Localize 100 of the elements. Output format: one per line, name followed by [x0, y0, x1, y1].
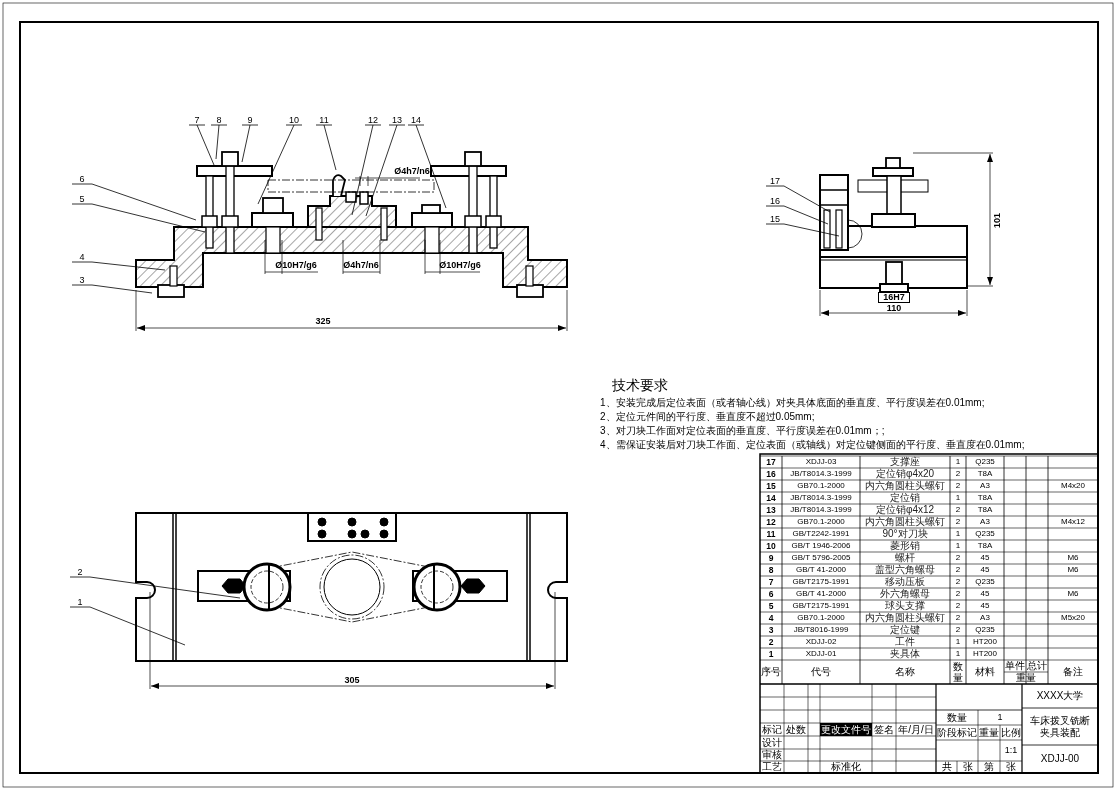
table-cell-text: GB/T 41-2000: [794, 588, 848, 600]
dimension-text: 101: [991, 211, 1003, 230]
table-cell-text: A3: [979, 516, 991, 528]
table-cell-text: 1: [954, 540, 962, 552]
table-cell-text: 8: [767, 564, 775, 576]
table-cell-text: 名称: [894, 665, 916, 679]
table-cell-text: 12: [765, 516, 777, 528]
table-cell-text: 1: [996, 711, 1004, 724]
table-cell-text: 2: [954, 564, 962, 576]
table-cell-text: XXXX大学: [1035, 689, 1085, 703]
callout-number: 3: [72, 275, 92, 285]
note-text: 3、对刀块工作面对定位表面的垂直度、平行度误差在0.01mm；;: [600, 425, 886, 437]
table-cell-text: HT200: [972, 648, 998, 660]
table-cell-text: HT200: [972, 636, 998, 648]
table-cell-text: Q235: [974, 576, 996, 588]
table-cell-text: 移动压板: [884, 576, 926, 588]
table-cell-text: M4x20: [1060, 480, 1086, 492]
leader-line: [315, 124, 337, 171]
table-cell-text: 2: [954, 480, 962, 492]
table-cell-text: 张: [1005, 761, 1017, 773]
table-cell-text: JB/T8014.3-1999: [789, 492, 853, 504]
table-cell-text: 设计: [761, 736, 783, 749]
callout-number: 7: [189, 115, 205, 125]
dimension-text: 325: [314, 316, 332, 327]
leader-line: [71, 183, 197, 221]
table-cell-text: 2: [954, 468, 962, 480]
table-cell-text: 14: [765, 492, 777, 504]
table-cell: 单件: [1004, 660, 1026, 672]
table-cell-text: 标记: [761, 723, 783, 736]
table-cell-text: 审核: [761, 749, 783, 761]
leader-line: [765, 223, 840, 237]
table-cell-text: A3: [979, 480, 991, 492]
table-cell-text: 2: [954, 612, 962, 624]
table-cell-text: GB/T 41-2000: [794, 564, 848, 576]
leader-line: [69, 576, 241, 599]
table-cell-text: 13: [765, 504, 777, 516]
table-cell-text: 1: [954, 648, 962, 660]
table-cell-text: 1: [954, 456, 962, 468]
table-cell-text: 2: [954, 624, 962, 636]
callout-number: 8: [211, 115, 227, 125]
table-cell-text: 1: [954, 636, 962, 648]
leader-line: [188, 124, 215, 166]
table-cell-text: XDJJ-01: [804, 648, 838, 660]
table-cell-text: T8A: [976, 504, 994, 516]
table-cell-text: 2: [954, 588, 962, 600]
table-cell-text: 45: [979, 564, 991, 576]
table-cell-text: 定位销φ4x12: [875, 504, 936, 516]
table-cell-text: 4: [767, 612, 775, 624]
table-cell-text: 年/月/日: [897, 723, 935, 736]
table-cell-text: 1:1: [1003, 744, 1019, 757]
table-cell-text: XDJJ-00: [1039, 752, 1081, 766]
callout-number: 6: [72, 174, 92, 184]
table-cell-text: 夹具体: [889, 648, 921, 660]
table-cell-text: 菱形销: [889, 540, 921, 552]
table-cell: 比例: [1000, 725, 1022, 740]
table-cell-text: 盖型六角螺母: [874, 564, 936, 576]
table-cell-text: 外六角螺母: [879, 588, 931, 600]
table-cell-text: 90°对刀块: [881, 528, 929, 540]
note-text: 4、需保证安装后对刀块工作面、定位表面（或轴线）对定位键侧面的平行度、垂直度在0.01mm;: [600, 439, 1026, 451]
table-cell-text: GB/T2175-1991: [791, 576, 851, 588]
table-cell-text: 2: [767, 636, 775, 648]
table-cell-text: 螺杆: [894, 552, 916, 564]
note-text: 2、定位元件间的平行度、垂直度不超过0.05mm;: [600, 411, 816, 423]
table-cell-text: T8A: [976, 492, 994, 504]
table-cell-text: 定位销φ4x20: [875, 468, 936, 480]
table-cell: 更改文件号: [820, 723, 872, 736]
table-cell-text: GB/T2242-1991: [791, 528, 851, 540]
table-cell-text: 车床拨叉铣断夹具装配: [1029, 713, 1091, 740]
callout-number: 10: [286, 115, 302, 125]
leader-line: [71, 284, 153, 294]
callout-number: 1: [70, 597, 90, 607]
dimension-text: 305: [343, 675, 361, 686]
table-cell-text: A3: [979, 612, 991, 624]
table-cell-text: JB/T8014.3-1999: [789, 468, 853, 480]
table-cell-text: M4x12: [1060, 516, 1086, 528]
leader-line: [71, 203, 206, 233]
table-cell-text: 第: [983, 761, 995, 773]
heading: 技术要求: [612, 376, 669, 394]
table-cell-text: 9: [767, 552, 775, 564]
table-cell-text: 10: [765, 540, 777, 552]
table-cell-text: 2: [954, 516, 962, 528]
leader-line: [407, 124, 447, 209]
dimension-text: Ø4h7/n6: [342, 260, 380, 271]
table-cell-text: 签名: [873, 723, 895, 736]
table-cell-text: 5: [767, 600, 775, 612]
table-cell-text: 2: [954, 600, 962, 612]
leader-line: [71, 261, 166, 271]
table-cell-text: M6: [1066, 552, 1080, 564]
table-cell-text: 1: [954, 528, 962, 540]
table-cell-text: GB/T 1946-2006: [790, 540, 852, 552]
table-cell-text: T8A: [976, 540, 994, 552]
table-cell-text: M6: [1066, 564, 1080, 576]
table-cell: 阶段标记: [936, 725, 978, 740]
table-cell-text: 标准化: [830, 761, 862, 773]
table-cell-text: 备注: [1062, 665, 1084, 679]
leader-line: [351, 124, 382, 216]
table-cell-text: 材料: [974, 665, 996, 679]
leader-line: [765, 185, 831, 213]
table-cell-text: 45: [979, 588, 991, 600]
table-cell-text: GB70.1-2000: [796, 612, 846, 624]
